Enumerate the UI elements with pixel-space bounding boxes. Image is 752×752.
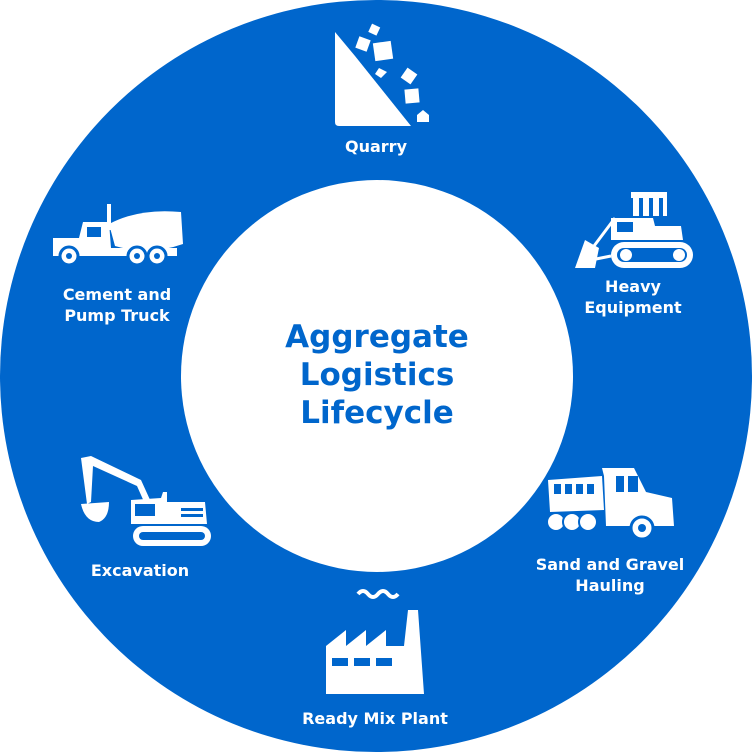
- factory-icon: [326, 589, 424, 694]
- stage-label: Heavy: [605, 277, 661, 296]
- bulldozer-icon: [575, 192, 693, 268]
- stage-label: Equipment: [584, 298, 682, 317]
- title-line-3: Lifecycle: [300, 395, 454, 431]
- dump-truck-icon: [546, 468, 674, 541]
- stage-label: Cement and: [62, 285, 172, 304]
- quarry-rockfall-icon: [335, 23, 429, 126]
- stage-label: Excavation: [90, 561, 190, 580]
- stage-quarry: Quarry: [316, 20, 436, 157]
- stage-label: Pump Truck: [64, 306, 170, 325]
- stage-excavation: Excavation: [62, 452, 218, 581]
- stage-label: Sand and Gravel: [535, 555, 685, 574]
- stage-label: Hauling: [575, 576, 645, 595]
- stage-ready-mix-plant: Ready Mix Plant: [285, 586, 465, 729]
- stage-label: Quarry: [345, 137, 407, 156]
- stage-sand-gravel-hauling: Sand and Gravel Hauling: [520, 462, 700, 596]
- center-circle: [181, 180, 573, 572]
- excavator-icon: [81, 456, 211, 546]
- diagram-title: Aggregate Logistics Lifecycle: [181, 318, 573, 432]
- stage-label: Ready Mix Plant: [302, 709, 448, 728]
- stage-cement-pump-truck: Cement and Pump Truck: [44, 200, 190, 326]
- cement-mixer-truck-icon: [53, 204, 183, 267]
- stage-heavy-equipment: Heavy Equipment: [568, 190, 698, 318]
- title-line-2: Logistics: [299, 357, 455, 393]
- title-line-1: Aggregate: [285, 319, 469, 355]
